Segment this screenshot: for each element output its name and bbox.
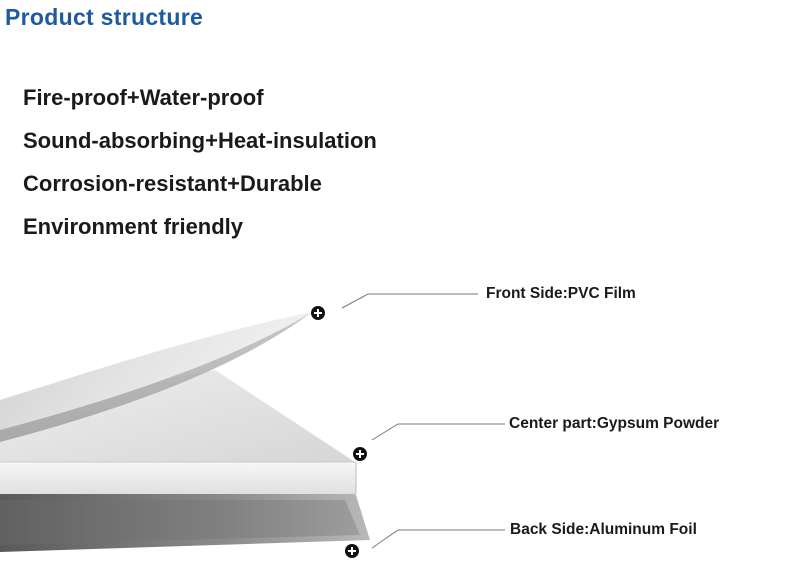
feature-list: Fire-proof+Water-proof Sound-absorbing+H… (23, 82, 377, 254)
back-side-label: Back Side:Aluminum Foil (510, 521, 697, 538)
back-callout-line (371, 529, 505, 549)
feature-item: Corrosion-resistant+Durable (23, 171, 322, 196)
center-callout-line (371, 423, 505, 441)
front-film-layer (0, 312, 312, 430)
back-foil-layer (0, 492, 370, 552)
plus-marker-icon (353, 447, 367, 461)
feature-item: Sound-absorbing+Heat-insulation (23, 128, 377, 153)
plus-marker-icon (345, 544, 359, 558)
feature-item: Environment friendly (23, 214, 244, 239)
center-part-label: Center part:Gypsum Powder (509, 415, 720, 432)
center-core-front (0, 462, 356, 494)
feature-item: Fire-proof+Water-proof (23, 85, 264, 110)
page-title: Product structure (5, 4, 204, 30)
front-side-label: Front Side:PVC Film (486, 285, 636, 302)
plus-marker-icon (311, 306, 325, 320)
front-callout-line (341, 293, 478, 309)
